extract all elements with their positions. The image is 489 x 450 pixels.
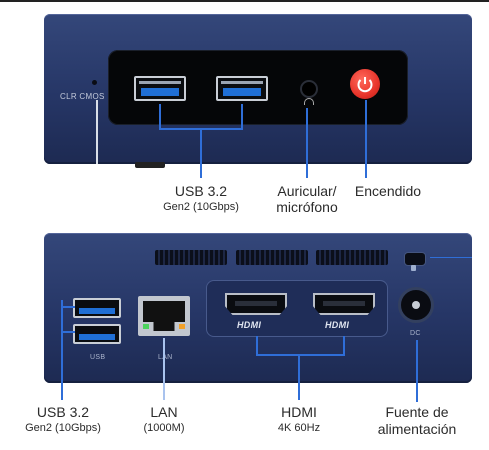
lan-led-orange — [179, 324, 185, 329]
dc-label: DC — [410, 330, 421, 337]
lock-icon — [411, 265, 416, 271]
back-usb-port-2[interactable] — [73, 324, 121, 344]
power-label: Encendido — [354, 183, 422, 199]
callout-hdmi-v — [298, 354, 300, 400]
callout-hdmi-right — [343, 336, 345, 356]
clr-cmos-label: CLR CMOS — [60, 92, 105, 101]
lan-title: LAN — [150, 404, 178, 420]
hdmi-logo-1: HDMI — [237, 320, 262, 330]
dc-jack[interactable] — [398, 287, 434, 323]
callout-front-usb-right — [241, 104, 243, 130]
callout-back-usb-h1 — [61, 306, 75, 308]
back-usb-sub: Gen2 (10Gbps) — [25, 422, 101, 434]
front-usb-port-1[interactable] — [134, 76, 186, 101]
back-usb-title: USB 3.2 — [36, 404, 90, 420]
front-usb-sub: Gen2 (10Gbps) — [163, 201, 239, 213]
callout-dc — [416, 340, 418, 402]
callout-back-usb — [61, 300, 63, 400]
headset-icon — [304, 98, 314, 105]
vent-2 — [236, 250, 308, 265]
back-usb-port-label: USB — [90, 354, 106, 361]
callout-front-usb-v — [200, 128, 202, 178]
audio-label-2: micrófono — [276, 199, 338, 215]
callout-front-usb-left — [159, 104, 161, 130]
front-usb-title: USB 3.2 — [174, 183, 228, 199]
lan-led-green — [143, 324, 149, 329]
callout-back-usb-h2 — [61, 331, 75, 333]
lock-slot[interactable] — [404, 252, 426, 266]
back-usb-port-1[interactable] — [73, 298, 121, 318]
front-bottom-shadow — [135, 162, 165, 168]
power-supply-label-1: Fuente de — [385, 404, 449, 420]
hdmi-sub: 4K 60Hz — [277, 422, 321, 434]
vent-3 — [316, 250, 388, 265]
audio-label-1: Auricular/ — [277, 183, 337, 199]
lan-sub: (1000M) — [143, 422, 185, 434]
callout-hdmi-left — [256, 336, 258, 356]
callout-lock — [430, 257, 472, 258]
hdmi-port-2[interactable] — [313, 293, 375, 315]
power-button[interactable] — [350, 69, 380, 99]
vent-1 — [155, 250, 227, 265]
callout-audio — [306, 108, 308, 178]
callout-hdmi-h — [256, 354, 345, 356]
lan-port[interactable] — [138, 296, 190, 336]
clr-cmos-hole[interactable] — [92, 80, 97, 85]
top-divider — [0, 0, 489, 2]
callout-lan — [163, 338, 165, 400]
hdmi-title: HDMI — [281, 404, 317, 420]
lan-port-label: LAN — [158, 354, 173, 361]
callout-clr-cmos — [96, 100, 98, 164]
hdmi-port-1[interactable] — [225, 293, 287, 315]
front-usb-port-2[interactable] — [216, 76, 268, 101]
callout-power — [365, 100, 367, 178]
power-supply-label-2: alimentación — [377, 421, 457, 437]
hdmi-logo-2: HDMI — [325, 320, 350, 330]
power-icon — [357, 77, 373, 93]
audio-jack[interactable] — [300, 80, 318, 98]
